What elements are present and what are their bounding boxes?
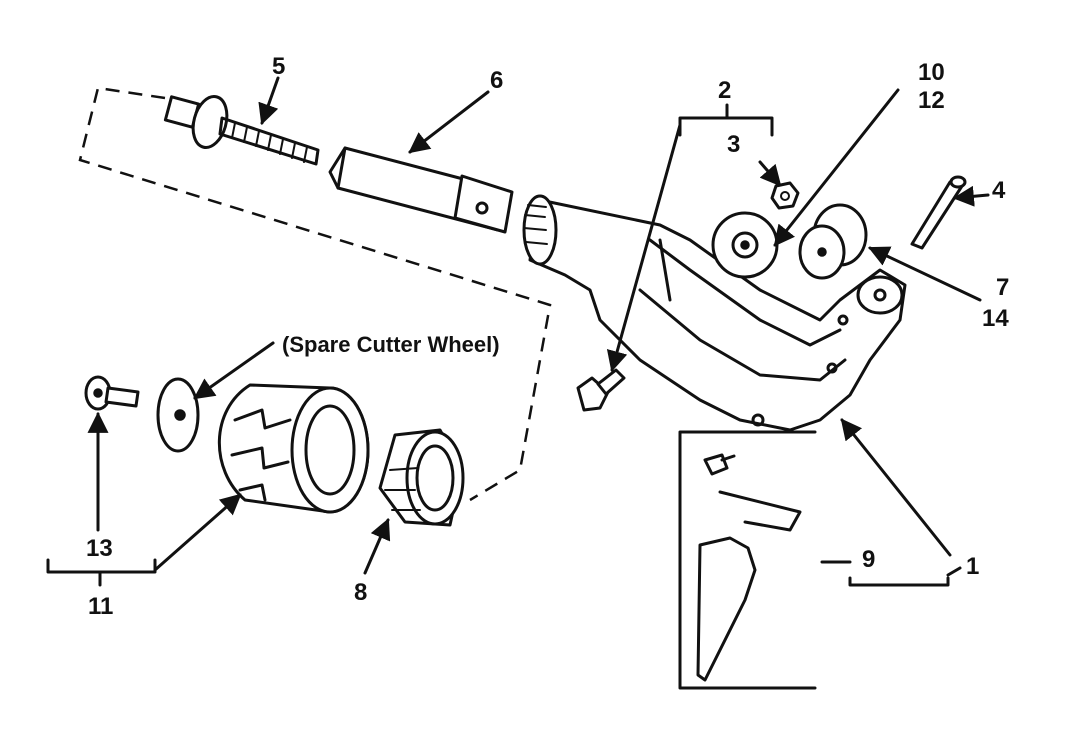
label-spare-cutter-wheel: (Spare Cutter Wheel): [282, 332, 500, 357]
label-part-2: 2: [718, 77, 731, 104]
screw-part: [84, 375, 140, 411]
collar-nut-part: [378, 428, 465, 527]
cutter-frame-part: [522, 194, 907, 432]
label-part-10: 10: [918, 59, 945, 86]
pin-part: [910, 175, 967, 250]
label-part-11: 11: [88, 593, 113, 620]
grouping-brackets: [46, 103, 962, 690]
spare-cutter-wheel-part: [156, 377, 200, 453]
label-part-7: 7: [996, 274, 1009, 301]
frame-cutter-wheel: [711, 211, 779, 279]
label-part-5: 5: [272, 53, 285, 80]
label-part-14: 14: [982, 305, 1009, 332]
bolt-part: [576, 368, 626, 412]
label-part-9: 9: [862, 546, 875, 573]
feed-screw-part: [163, 95, 320, 166]
label-part-1: 1: [966, 553, 979, 580]
label-part-3: 3: [727, 131, 740, 158]
label-part-8: 8: [354, 579, 367, 606]
leader-lines: [87, 76, 990, 575]
label-part-6: 6: [490, 67, 503, 94]
knob-part: [217, 383, 370, 514]
nut-part: [770, 181, 800, 210]
repair-kit-parts: [696, 453, 802, 682]
roller-part: [798, 203, 868, 280]
handle-part: [328, 146, 514, 234]
label-part-12: 12: [918, 87, 945, 114]
label-part-13: 13: [86, 535, 113, 562]
assembly-dashed-line: [78, 86, 552, 502]
label-part-4: 4: [992, 177, 1006, 204]
